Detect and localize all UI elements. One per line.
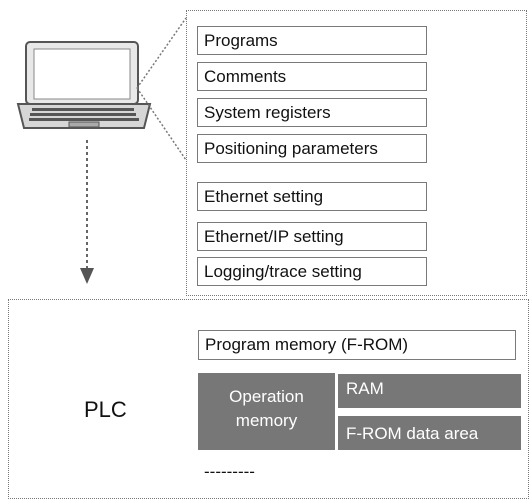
data-list-frame [186,10,527,296]
ram-box: RAM [338,374,521,408]
from-data-area-box: F-ROM data area [338,416,521,450]
laptop-icon [16,41,152,129]
list-item-ethernet-setting: Ethernet setting [197,182,427,211]
list-item-comments: Comments [197,62,427,91]
operation-memory-label: Operation memory [229,387,304,430]
down-arrow-icon [80,140,94,284]
more-indicator: --------- [204,462,255,481]
plc-label: PLC [84,397,127,422]
list-item-positioning-parameters: Positioning parameters [197,134,427,163]
list-item-system-registers: System registers [197,98,427,127]
program-memory-box: Program memory (F-ROM) [198,330,516,360]
operation-memory-box: Operation memory [198,373,335,450]
list-item-logging-trace-setting: Logging/trace setting [197,257,427,286]
list-item-programs: Programs [197,26,427,55]
callout-lines [136,17,187,161]
list-item-ethernet-ip-setting: Ethernet/IP setting [197,222,427,251]
